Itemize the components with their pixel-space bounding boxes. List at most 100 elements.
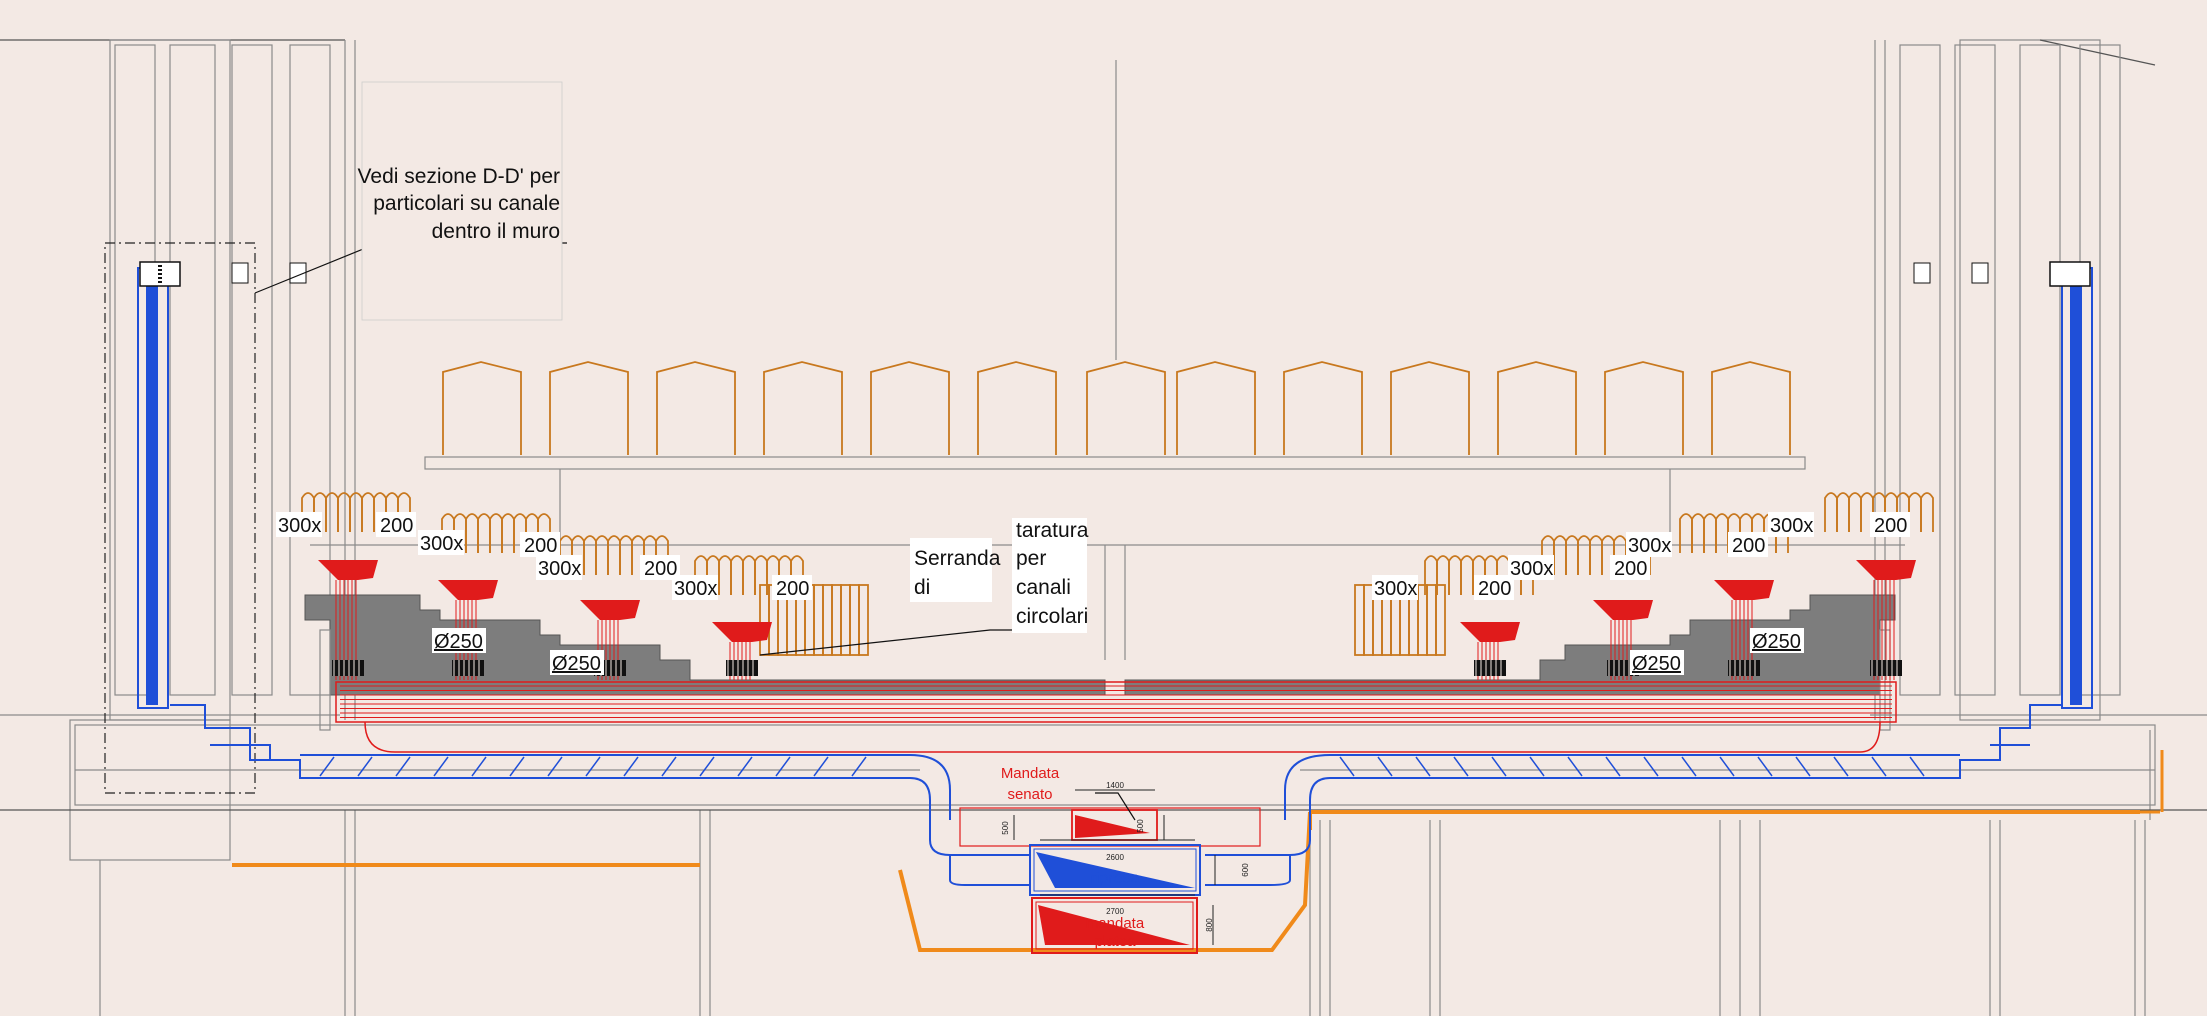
- note-serranda-2: di: [914, 576, 930, 599]
- hatch-line: [1871, 756, 1887, 777]
- dim-1400: 1400: [1106, 781, 1124, 790]
- upper-seat: [763, 361, 843, 455]
- hatch-line: [623, 756, 639, 777]
- seat-back: [655, 535, 669, 575]
- label-300x-7: 300x: [1628, 535, 1671, 557]
- label-diameter-4: Ø250: [1752, 631, 1801, 653]
- hatch-line: [661, 756, 677, 777]
- seat-back: [1824, 492, 1838, 532]
- label-300x-2: 300x: [420, 533, 463, 555]
- label-mandata-platea-2: platea: [1095, 933, 1137, 950]
- diffuser-head: [1856, 560, 1916, 580]
- right-riser-grille: [2049, 261, 2091, 287]
- seat-back: [349, 492, 363, 532]
- hatch-line: [1491, 756, 1507, 777]
- seat-back: [790, 555, 804, 595]
- seat-back: [397, 492, 411, 532]
- hatch-line: [1719, 756, 1735, 777]
- seat-back: [465, 513, 479, 553]
- seating-rows: [301, 361, 1934, 656]
- seat-back: [1460, 555, 1474, 595]
- hatch-line: [509, 756, 525, 777]
- hatch-line: [547, 756, 563, 777]
- central-duct-box: [959, 789, 1261, 954]
- damper: [1728, 660, 1760, 676]
- return-duct-hatching: [319, 756, 1925, 777]
- upper-seat: [977, 361, 1057, 455]
- hatch-line: [1339, 756, 1355, 777]
- label-mandata-senato-1: Mandata: [1001, 765, 1060, 782]
- wall-grilles: [231, 262, 1989, 284]
- hatch-line: [1453, 756, 1469, 777]
- label-200-6: 200: [1614, 558, 1647, 580]
- return-ducts: [137, 261, 2093, 886]
- concrete-steps-right: [1124, 594, 1896, 696]
- seat-back: [325, 492, 339, 532]
- upper-seat: [1390, 361, 1470, 455]
- section-reference-frame: [104, 242, 256, 794]
- seat-back: [754, 555, 768, 595]
- mandata-platea-duct: [1031, 897, 1198, 954]
- diffuser-head: [1714, 580, 1774, 600]
- diffuser-head: [438, 580, 498, 600]
- seat-back: [718, 555, 732, 595]
- seat-block: [822, 584, 833, 656]
- seat-back: [1553, 535, 1567, 575]
- upper-seat: [1086, 361, 1166, 455]
- hatch-line: [775, 756, 791, 777]
- seat-back: [361, 492, 375, 532]
- damper: [452, 660, 484, 676]
- right-wall-hatching: [1899, 44, 2121, 696]
- hatch-line: [737, 756, 753, 777]
- hatch-line: [851, 756, 867, 777]
- note-serranda-1: Serranda: [914, 547, 1001, 570]
- seat-back: [1703, 513, 1717, 553]
- seat-back: [595, 535, 609, 575]
- seat-back: [1436, 555, 1450, 595]
- seat-back: [537, 513, 551, 553]
- seat-back: [1908, 492, 1922, 532]
- left-wall-hatching: [114, 44, 331, 696]
- seat-back: [1691, 513, 1705, 553]
- upper-seat: [1604, 361, 1684, 455]
- label-300x-5: 300x: [1374, 578, 1417, 600]
- hatch-line: [357, 756, 373, 777]
- dim-800: 800: [1205, 918, 1214, 932]
- seat-back: [1565, 535, 1579, 575]
- dim-2600: 2600: [1106, 853, 1124, 862]
- seat-back: [1920, 492, 1934, 532]
- seat-back: [742, 555, 756, 595]
- diffuser-head: [1593, 600, 1653, 620]
- upper-seat: [656, 361, 736, 455]
- seat-block: [813, 584, 824, 656]
- seat-back: [337, 492, 351, 532]
- label-200-5: 200: [1478, 578, 1511, 600]
- seat-back: [1715, 513, 1729, 553]
- label-300x-3: 300x: [538, 558, 581, 580]
- label-200-2: 200: [524, 535, 557, 557]
- label-200-8: 200: [1874, 515, 1907, 537]
- seat-back: [1448, 555, 1462, 595]
- label-diameter-1: Ø250: [434, 631, 483, 653]
- seat-back: [730, 555, 744, 595]
- note-taratura-2: per: [1016, 547, 1046, 570]
- diffuser-head: [580, 600, 640, 620]
- seat-back: [1679, 513, 1693, 553]
- diffuser-head: [712, 622, 772, 642]
- upper-seat: [549, 361, 629, 455]
- note-vedi-sezione-3: dentro il muro: [432, 220, 560, 243]
- upper-seat: [442, 361, 522, 455]
- label-mandata-senato-2: senato: [1007, 786, 1052, 803]
- seat-back: [477, 513, 491, 553]
- note-vedi-sezione-1: Vedi sezione D-D' per: [358, 165, 560, 188]
- dim-600: 600: [1241, 863, 1250, 877]
- damper: [332, 660, 364, 676]
- seat-back: [1589, 535, 1603, 575]
- hatch-line: [1681, 756, 1697, 777]
- diffuser-head: [1460, 622, 1520, 642]
- upper-seat: [1497, 361, 1577, 455]
- damper: [1870, 660, 1902, 676]
- hatch-line: [1415, 756, 1431, 777]
- seat-block: [1354, 584, 1365, 656]
